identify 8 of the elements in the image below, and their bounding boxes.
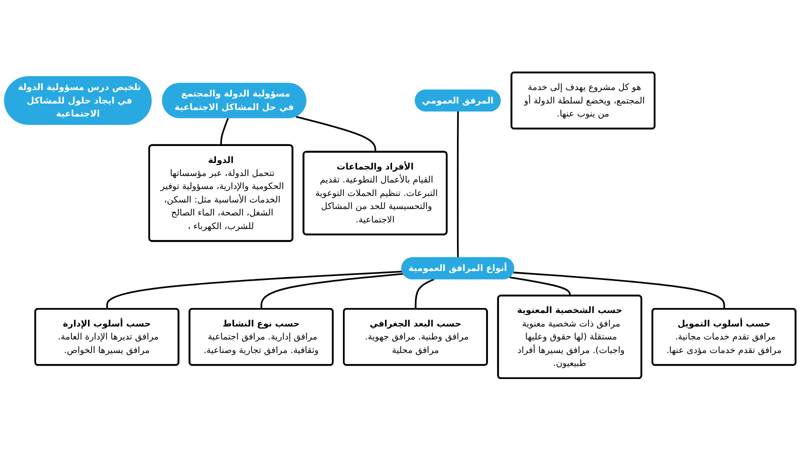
connector bbox=[296, 116, 376, 152]
connector bbox=[106, 270, 402, 309]
connector bbox=[513, 271, 726, 309]
connector bbox=[456, 111, 459, 258]
connector bbox=[510, 276, 571, 296]
connector bbox=[414, 278, 434, 309]
connector bbox=[220, 118, 229, 146]
connector bbox=[260, 272, 404, 309]
